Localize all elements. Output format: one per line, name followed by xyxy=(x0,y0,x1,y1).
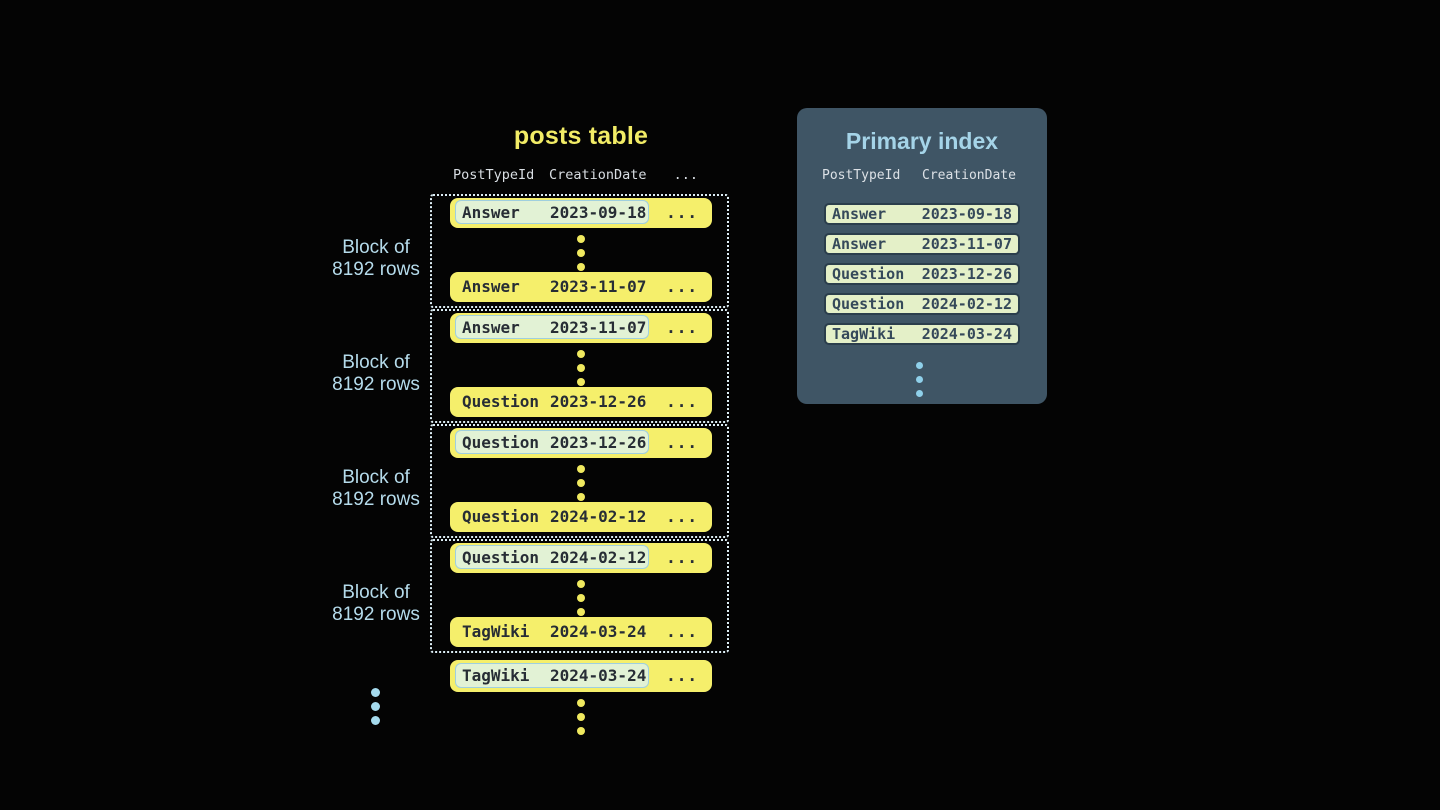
cell-creationdate: 2023-12-26 xyxy=(921,265,1012,283)
table-row-block2-last: Question 2023-12-26 ... xyxy=(450,387,712,417)
posts-table-column-headers: PostTypeId CreationDate ... xyxy=(450,167,712,185)
cell-creationdate: 2023-09-18 xyxy=(550,203,647,222)
primary-key-highlight xyxy=(455,430,649,454)
primary-key-highlight xyxy=(455,315,649,339)
vertical-ellipsis-icon xyxy=(371,685,380,727)
block-outline-3 xyxy=(430,424,729,538)
block-label-line1: Block of xyxy=(342,582,410,603)
cell-creationdate: 2023-12-26 xyxy=(550,433,647,452)
cell-posttypeid: TagWiki xyxy=(832,325,896,343)
cell-posttypeid: Answer xyxy=(832,205,887,223)
column-header-posttypeid: PostTypeId xyxy=(822,168,901,183)
block-label-line2: 8192 rows xyxy=(332,374,420,395)
primary-index-column-headers: PostTypeId CreationDate xyxy=(797,168,1047,186)
block-label-4: Block of 8192 rows xyxy=(300,582,452,626)
block-label-2: Block of 8192 rows xyxy=(300,352,452,396)
vertical-ellipsis-icon xyxy=(577,696,585,738)
block-outline-2 xyxy=(430,309,729,423)
cell-creationdate: 2023-12-26 xyxy=(550,392,647,411)
table-row-block4-first: Question 2024-02-12 ... xyxy=(450,543,712,573)
cell-posttypeid: Question xyxy=(462,548,540,567)
cell-ellipsis: ... xyxy=(666,666,698,685)
cell-creationdate: 2024-03-24 xyxy=(921,325,1012,343)
column-header-ellipsis: ... xyxy=(673,167,698,183)
cell-posttypeid: Question xyxy=(462,433,540,452)
cell-posttypeid: Question xyxy=(832,295,905,313)
cell-ellipsis: ... xyxy=(666,203,698,222)
primary-key-highlight xyxy=(455,663,649,688)
cell-posttypeid: TagWiki xyxy=(462,622,530,641)
cell-posttypeid: Question xyxy=(462,392,540,411)
cell-creationdate: 2023-09-18 xyxy=(921,205,1012,223)
table-row-block4-last: TagWiki 2024-03-24 ... xyxy=(450,617,712,647)
block-label-3: Block of 8192 rows xyxy=(300,467,452,511)
cell-posttypeid: Question xyxy=(462,507,540,526)
cell-ellipsis: ... xyxy=(666,622,698,641)
cell-ellipsis: ... xyxy=(666,277,698,296)
column-header-creationdate: CreationDate xyxy=(549,167,647,183)
cell-posttypeid: Answer xyxy=(462,203,520,222)
block-outline-1 xyxy=(430,194,729,308)
table-row-block2-first: Answer 2023-11-07 ... xyxy=(450,313,712,343)
cell-creationdate: 2023-11-07 xyxy=(921,235,1012,253)
index-row: TagWiki 2024-03-24 xyxy=(824,323,1020,345)
cell-creationdate: 2023-11-07 xyxy=(550,318,647,337)
primary-key-highlight xyxy=(455,545,649,569)
block-outline-4 xyxy=(430,539,729,653)
block-label-line1: Block of xyxy=(342,237,410,258)
column-header-posttypeid: PostTypeId xyxy=(453,167,535,183)
index-row: Question 2023-12-26 xyxy=(824,263,1020,285)
vertical-ellipsis-icon xyxy=(577,462,585,504)
cell-creationdate: 2024-03-24 xyxy=(550,622,647,641)
primary-index-title: Primary index xyxy=(845,128,999,154)
vertical-ellipsis-icon xyxy=(577,577,585,619)
cell-posttypeid: Question xyxy=(832,265,905,283)
cell-posttypeid: Answer xyxy=(462,277,520,296)
primary-key-highlight xyxy=(455,200,649,224)
table-row-block1-last: Answer 2023-11-07 ... xyxy=(450,272,712,302)
cell-posttypeid: Answer xyxy=(832,235,887,253)
vertical-ellipsis-icon xyxy=(916,358,923,400)
vertical-ellipsis-icon xyxy=(577,347,585,389)
posts-table-title: posts table xyxy=(513,122,649,150)
primary-index-panel: Primary index PostTypeId CreationDate An… xyxy=(797,108,1047,404)
cell-posttypeid: Answer xyxy=(462,318,520,337)
block-label-line1: Block of xyxy=(342,467,410,488)
block-label-line2: 8192 rows xyxy=(332,604,420,625)
cell-creationdate: 2024-02-12 xyxy=(550,507,647,526)
cell-ellipsis: ... xyxy=(666,318,698,337)
cell-creationdate: 2024-03-24 xyxy=(550,666,647,685)
block-label-line1: Block of xyxy=(342,352,410,373)
cell-creationdate: 2024-02-12 xyxy=(921,295,1012,313)
table-row-overflow: TagWiki 2024-03-24 ... xyxy=(450,660,712,692)
cell-creationdate: 2023-11-07 xyxy=(550,277,647,296)
cell-ellipsis: ... xyxy=(666,548,698,567)
table-row-block3-first: Question 2023-12-26 ... xyxy=(450,428,712,458)
index-row: Answer 2023-09-18 xyxy=(824,203,1020,225)
block-label-1: Block of 8192 rows xyxy=(300,237,452,281)
block-label-line2: 8192 rows xyxy=(332,489,420,510)
vertical-ellipsis-icon xyxy=(577,232,585,274)
cell-ellipsis: ... xyxy=(666,507,698,526)
cell-ellipsis: ... xyxy=(666,433,698,452)
cell-posttypeid: TagWiki xyxy=(462,666,530,685)
column-header-creationdate: CreationDate xyxy=(922,168,1016,183)
index-row: Question 2024-02-12 xyxy=(824,293,1020,315)
index-row: Answer 2023-11-07 xyxy=(824,233,1020,255)
cell-creationdate: 2024-02-12 xyxy=(550,548,647,567)
table-row-block1-first: Answer 2023-09-18 ... xyxy=(450,198,712,228)
table-row-block3-last: Question 2024-02-12 ... xyxy=(450,502,712,532)
block-label-line2: 8192 rows xyxy=(332,259,420,280)
cell-ellipsis: ... xyxy=(666,392,698,411)
